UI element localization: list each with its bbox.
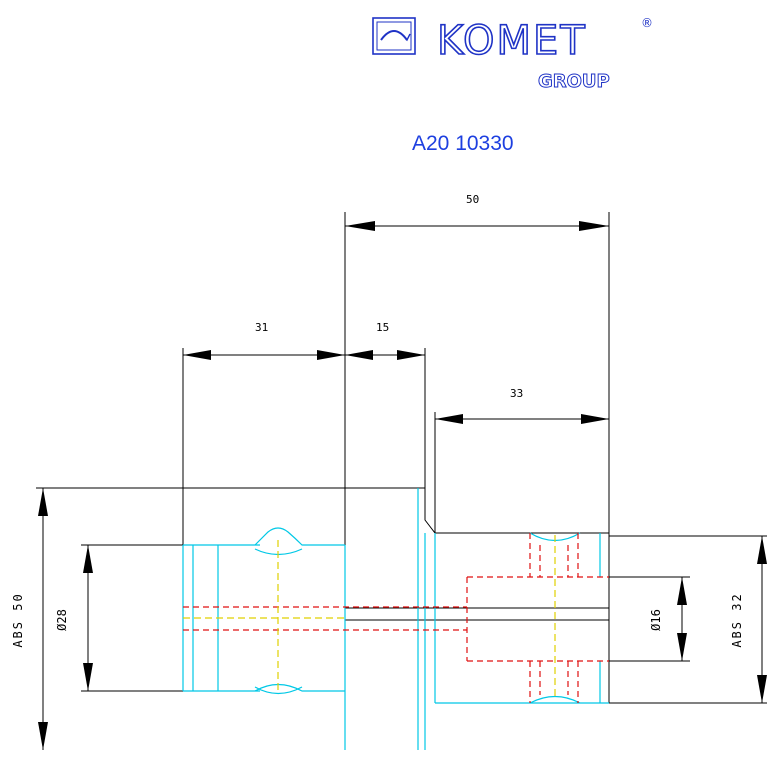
dim-shank-length-label: 31: [255, 321, 268, 334]
dimension-bore-depth: 33: [434, 387, 609, 533]
dim-bore-diameter-label: Ø16: [649, 609, 663, 631]
dimension-connection-size: ABS 32: [609, 535, 767, 704]
registered-mark: ®: [641, 16, 653, 30]
dimension-overall-length: 50: [344, 193, 610, 536]
dimension-collar-width: 15: [345, 321, 426, 488]
part-number: A20 10330: [412, 132, 514, 155]
komet-arch-icon: [372, 17, 416, 55]
visible-edges: [182, 488, 609, 750]
komet-logo: KOMET ® GROUP: [372, 16, 653, 93]
dim-collar-width-label: 15: [376, 321, 389, 334]
dim-overall-length-label: 50: [466, 193, 479, 206]
dimension-bore-diameter: Ø16: [609, 576, 690, 662]
part-outline: [344, 488, 610, 750]
dimension-outer-diameter: ABS 50: [11, 487, 425, 750]
dim-connection-size-label: ABS 32: [730, 592, 744, 647]
dim-outer-diameter-label: ABS 50: [11, 592, 25, 647]
center-lines: [183, 535, 556, 700]
logo-group-text: GROUP: [538, 71, 610, 92]
dimension-shank-diameter: Ø28: [55, 544, 218, 692]
dim-bore-depth-label: 33: [510, 387, 523, 400]
dim-shank-diameter-label: Ø28: [55, 609, 69, 631]
dimension-shank-length: 31: [182, 321, 345, 545]
hidden-lines: [183, 533, 609, 703]
logo-brand-text: KOMET: [437, 18, 587, 64]
